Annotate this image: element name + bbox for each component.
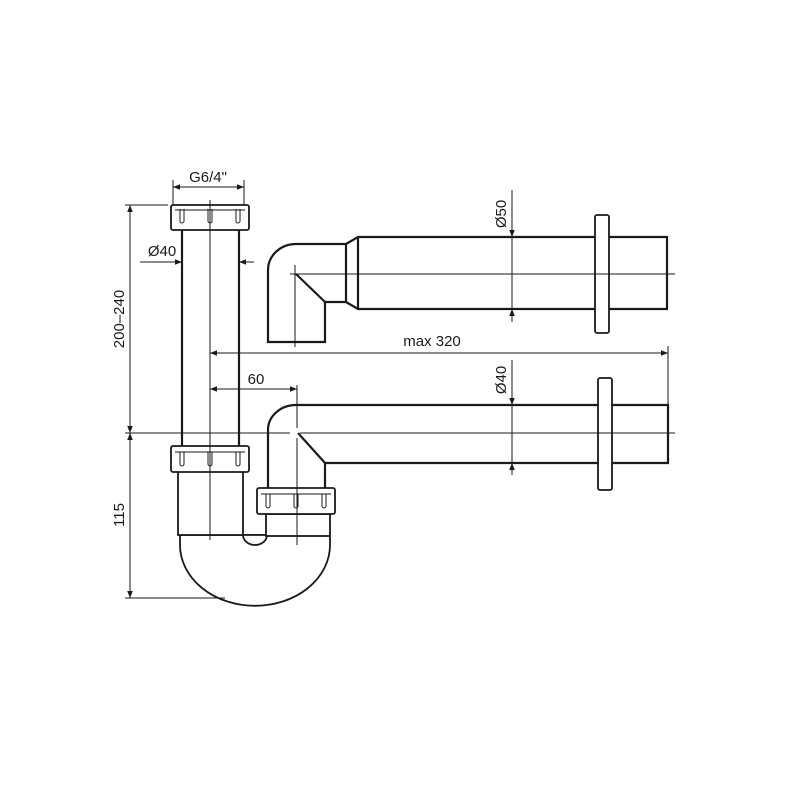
dimension-height: 200–240 115 [111,204,225,599]
center-lines [125,200,675,545]
dimension-inlet-diameter: Ø40 [140,243,254,265]
lower-outlet-diameter-label: Ø40 [493,366,510,394]
dimension-offset: 60 [210,371,297,392]
height-range-label: 200–240 [111,290,128,348]
max-length-label: max 320 [403,333,461,350]
offset-label: 60 [248,371,265,388]
dimension-upper-outlet-diameter: Ø50 [493,190,515,322]
dimension-thread: G6/4" [172,169,245,205]
inlet-diameter-label: Ø40 [148,243,176,260]
upper-outlet-pipe [266,214,669,344]
u-trap [170,445,336,607]
inlet-pipe [180,230,241,447]
dimension-lower-outlet-diameter: Ø40 [493,360,515,475]
upper-outlet-diameter-label: Ø50 [493,200,510,228]
thread-label: G6/4" [189,169,227,186]
trap-depth-label: 115 [111,503,128,527]
lower-outlet-pipe [266,377,670,491]
dimension-max-length: max 320 [210,333,669,405]
